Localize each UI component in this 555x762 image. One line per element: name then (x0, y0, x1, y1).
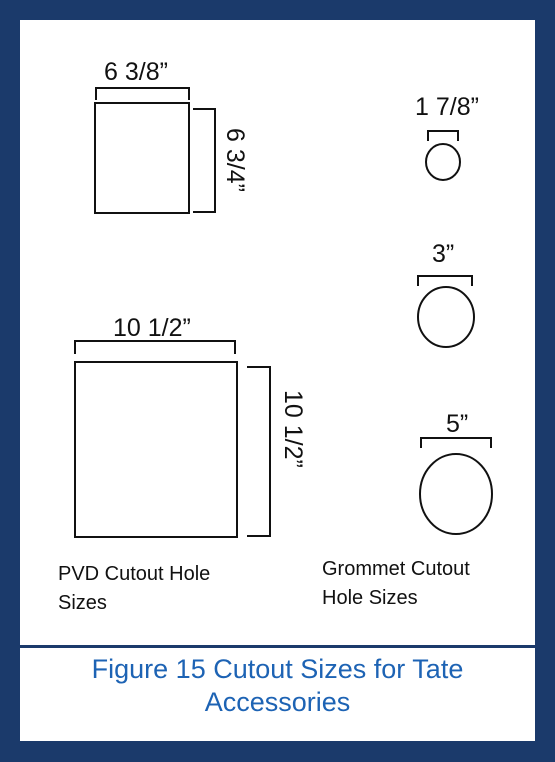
grommet-large-bracket (420, 437, 492, 448)
grommet-small-bracket (427, 130, 459, 141)
pvd-small-height-label: 6 3/4” (221, 128, 249, 192)
grommet-large-circle (419, 453, 493, 535)
pvd-large-width-label: 10 1/2” (113, 314, 191, 342)
grommet-medium-bracket (417, 275, 473, 286)
pvd-small-height-bracket (193, 108, 216, 213)
caption-divider (20, 645, 535, 648)
pvd-small-width-bracket (95, 87, 190, 100)
pvd-caption-line2: Sizes (58, 592, 107, 614)
pvd-large-square (74, 361, 238, 538)
pvd-large-height-bracket (247, 366, 271, 537)
pvd-large-width-bracket (74, 340, 236, 354)
figure-panel (20, 20, 535, 741)
figure-caption: Figure 15 Cutout Sizes for Tate Accessor… (20, 653, 535, 719)
grommet-small-label: 1 7/8” (415, 93, 479, 121)
grommet-medium-circle (417, 286, 475, 348)
grommet-caption-line1: Grommet Cutout (322, 558, 470, 580)
pvd-caption-line1: PVD Cutout Hole (58, 563, 211, 585)
grommet-caption-line2: Hole Sizes (322, 587, 418, 609)
grommet-medium-label: 3” (432, 240, 455, 268)
figure-caption-line1: Figure 15 Cutout Sizes for Tate (91, 654, 464, 684)
pvd-caption: PVD Cutout Hole Sizes (58, 560, 210, 618)
grommet-small-circle (425, 143, 461, 181)
figure-caption-line2: Accessories (204, 687, 351, 717)
pvd-large-height-label: 10 1/2” (279, 390, 307, 468)
pvd-small-square (94, 102, 190, 214)
pvd-small-width-label: 6 3/8” (104, 58, 168, 86)
grommet-large-label: 5” (446, 410, 469, 438)
grommet-caption: Grommet Cutout Hole Sizes (322, 555, 470, 613)
